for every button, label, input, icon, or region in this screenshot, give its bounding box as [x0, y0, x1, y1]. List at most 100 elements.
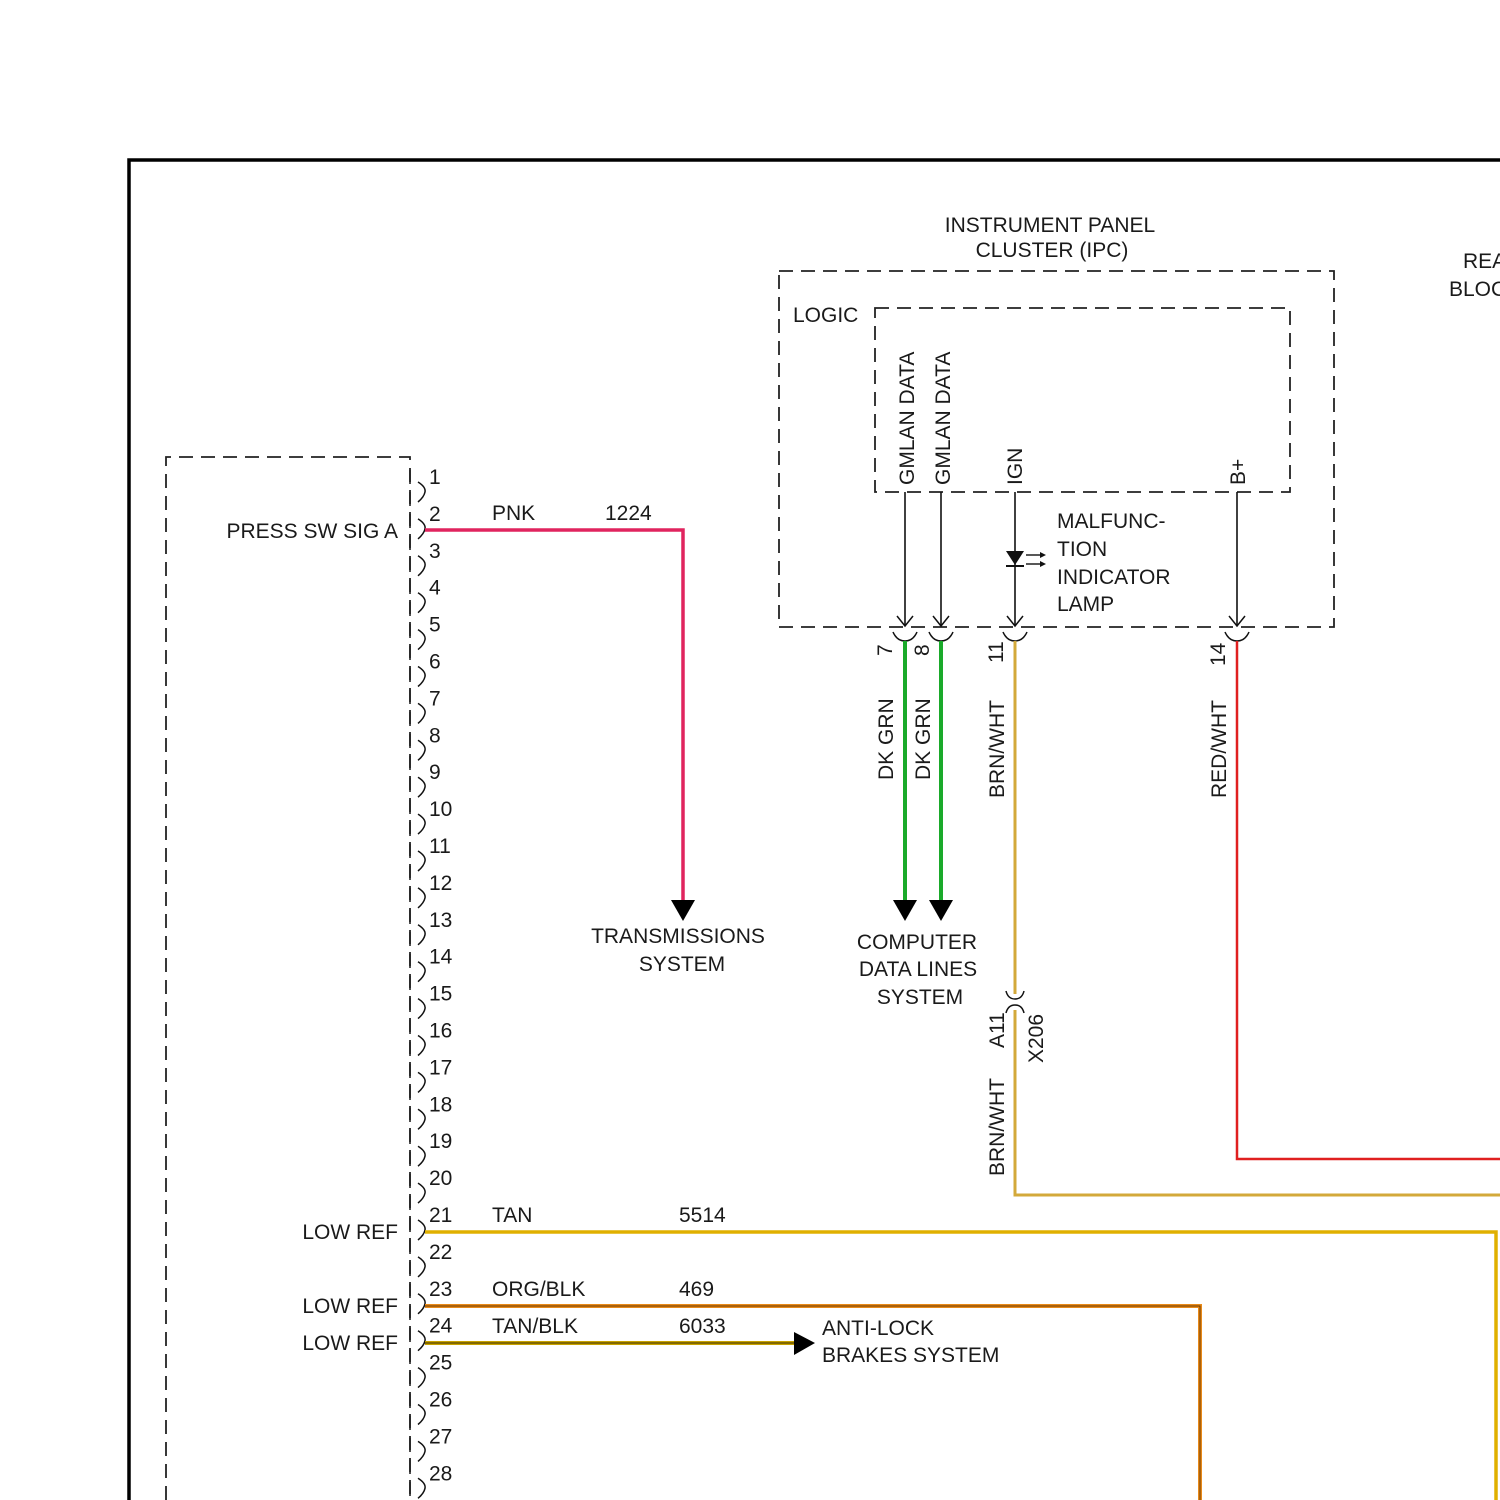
arrow-down-icon — [893, 900, 917, 921]
connector-pin-number: 22 — [429, 1241, 452, 1264]
connector-pin-number: 9 — [429, 761, 441, 784]
inline-connector-pin: A11 — [986, 1012, 1009, 1048]
led-icon — [1006, 551, 1046, 567]
connector-pin-number: 16 — [429, 1020, 452, 1043]
connector-cavity-symbol — [418, 630, 425, 650]
connector-pin-number: 8 — [429, 724, 441, 747]
connector-pin-number: 27 — [429, 1425, 452, 1448]
gmlan-data-label-1: GMLAN DATA — [896, 352, 919, 485]
connector-pin-number: 17 — [429, 1056, 452, 1079]
ipc-pin-8: 8 — [911, 644, 934, 656]
wire-pin2-pnk — [425, 530, 683, 902]
wire-pin21-color: TAN — [492, 1204, 532, 1227]
connector-cavity-symbol — [418, 1072, 425, 1092]
connector-cavity-symbol — [418, 1294, 425, 1314]
connector-pin-number: 28 — [429, 1462, 452, 1485]
wire-ipc14-redwht — [1237, 641, 1500, 1159]
pin23-signal-label: LOW REF — [302, 1295, 398, 1318]
transmission-dest-line2: SYSTEM — [639, 953, 725, 976]
connector-pin-number: 3 — [429, 540, 441, 563]
arrow-down-icon — [671, 900, 695, 921]
connector-pin-number: 6 — [429, 651, 441, 674]
connector-cavity-symbol — [418, 1257, 425, 1277]
connector-cavity-symbol — [418, 593, 425, 613]
wire-pin24-circuit: 6033 — [679, 1315, 726, 1338]
wire-ipc8-color: DK GRN — [912, 698, 935, 780]
ipc-pin-7: 7 — [874, 644, 897, 656]
abs-dest-line2: BRAKES SYSTEM — [822, 1344, 999, 1367]
connector-pin-number: 14 — [429, 946, 453, 969]
connector-pin-number: 23 — [429, 1278, 452, 1301]
connector-cavity-symbol — [418, 962, 425, 982]
pin2-signal-label: PRESS SW SIG A — [226, 520, 398, 543]
connector-pin-number: 26 — [429, 1389, 452, 1412]
wire-pin2-circuit: 1224 — [605, 502, 652, 525]
wire-ipc14-color: RED/WHT — [1208, 700, 1231, 798]
connector-pin-number: 20 — [429, 1167, 452, 1190]
lamp-label-line4: LAMP — [1057, 593, 1114, 616]
gmlan-data-label-2: GMLAN DATA — [932, 352, 955, 485]
wire-ipc11-lower-color: BRN/WHT — [986, 1078, 1009, 1176]
wire-pin23-circuit: 469 — [679, 1278, 714, 1301]
lamp-label-line2: TION — [1057, 538, 1107, 561]
b-plus-label: B+ — [1227, 459, 1250, 485]
arrow-right-icon — [794, 1332, 815, 1355]
connector-pin-numbers: 1234567891011121314151617181920212223242… — [429, 466, 453, 1485]
wire-pin21-circuit: 5514 — [679, 1204, 726, 1227]
arrow-down-icon — [929, 900, 953, 921]
wire-pin2-color: PNK — [492, 502, 535, 525]
connector-pin-number: 15 — [429, 983, 452, 1006]
wire-pin24-color: TAN/BLK — [492, 1315, 578, 1338]
data-lines-dest-line1: COMPUTER — [857, 931, 977, 954]
pin24-signal-label: LOW REF — [302, 1332, 398, 1355]
connector-cavity-symbol — [418, 1109, 425, 1129]
data-lines-dest-line3: SYSTEM — [877, 986, 963, 1009]
connector-cavity-symbol — [418, 1478, 425, 1498]
connector-cavity-symbol — [418, 1405, 425, 1425]
connector-cavity-symbol — [418, 888, 425, 908]
connector-cavity-symbol — [418, 1183, 425, 1203]
connector-cavity-symbol — [418, 1331, 425, 1351]
connector-pin-number: 12 — [429, 872, 452, 895]
ign-label: IGN — [1004, 448, 1027, 485]
pin21-signal-label: LOW REF — [302, 1221, 398, 1244]
connector-cavity-symbol — [418, 556, 425, 576]
connector-cavity-symbol — [418, 925, 425, 945]
wire-ipc7-color: DK GRN — [875, 698, 898, 780]
connector-cavity-symbol — [418, 1036, 425, 1056]
lamp-label-line1: MALFUNC- — [1057, 510, 1166, 533]
lamp-label-line3: INDICATOR — [1057, 566, 1171, 589]
connector-pin-number: 4 — [429, 577, 441, 600]
connector-pin-number: 1 — [429, 466, 441, 489]
ipc-pin-14: 14 — [1207, 642, 1230, 666]
connector-pin-number: 25 — [429, 1352, 452, 1375]
connector-pin-number: 18 — [429, 1093, 452, 1116]
wire-ipc11-color: BRN/WHT — [986, 700, 1009, 798]
connector-cavity-symbol — [418, 519, 425, 539]
logic-label: LOGIC — [793, 304, 858, 327]
abs-dest-line1: ANTI-LOCK — [822, 1317, 934, 1340]
connector-pin-number: 21 — [429, 1204, 452, 1227]
connector-pin-number: 2 — [429, 503, 441, 526]
ipc-title-line1: INSTRUMENT PANEL — [945, 214, 1155, 237]
transmission-dest-line1: TRANSMISSIONS — [591, 925, 765, 948]
connector-cavity-symbol — [418, 999, 425, 1019]
ipc-pin-11: 11 — [985, 641, 1008, 663]
inline-connector-name: X206 — [1025, 1014, 1048, 1063]
connector-cavity-symbol — [418, 1146, 425, 1166]
connector-cavity-symbol — [418, 667, 425, 687]
connector-cavity-symbol — [418, 1441, 425, 1461]
connector-cavity-symbol — [418, 1220, 425, 1240]
connector-pin-number: 13 — [429, 909, 452, 932]
ipc-title-line2: CLUSTER (IPC) — [976, 239, 1129, 262]
connector-cavity-symbol — [418, 851, 425, 871]
connector-pin-number: 24 — [429, 1315, 453, 1338]
connector-pin-number: 7 — [429, 687, 441, 710]
connector-pin-symbols — [418, 482, 425, 1498]
wire-pin23-color: ORG/BLK — [492, 1278, 585, 1301]
connector-cavity-symbol — [418, 1368, 425, 1388]
connector-cavity-symbol — [418, 814, 425, 834]
data-lines-dest-line2: DATA LINES — [859, 958, 977, 981]
offscreen-block-label-2: BLOC — [1449, 278, 1500, 301]
